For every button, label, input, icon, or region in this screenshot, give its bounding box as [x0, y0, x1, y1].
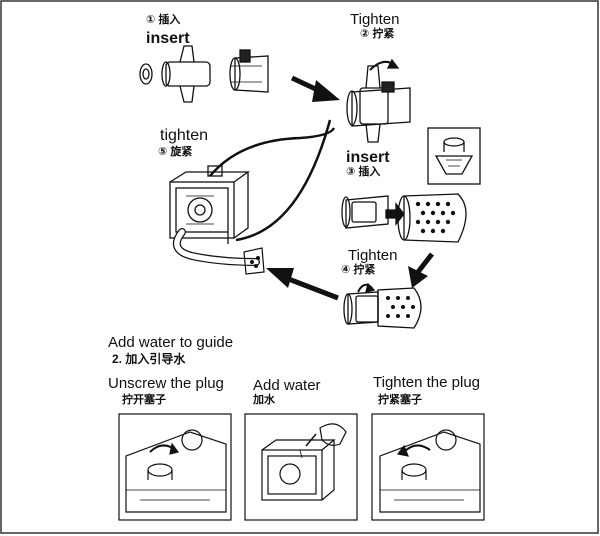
panel-add-water-label-en: Add water [253, 377, 321, 394]
panel-unscrew-label-en: Unscrew the plug [108, 375, 224, 392]
step3-strainer-illustration [341, 127, 481, 243]
arrow-step1-to-step2 [290, 75, 340, 102]
step1-label-en: insert [146, 30, 190, 47]
step5-text-zh: 旋紧 [170, 146, 193, 158]
step1-text-zh: 插入 [158, 14, 181, 26]
panel-unscrew-label-zh: 拧开塞子 [122, 394, 166, 406]
panel-add-water-illustration [261, 423, 347, 501]
step5-number-marker: ⑤ [158, 146, 168, 158]
panel-tighten-label-zh: 拧紧塞子 [378, 394, 422, 406]
step2-tighten-illustration [346, 58, 411, 143]
panel-unscrew-illustration [125, 429, 227, 513]
step5-label-en: tighten [160, 127, 209, 144]
step5-label-zh: ⑤ 旋紧 [158, 147, 192, 158]
panel-tighten-illustration [379, 429, 481, 513]
panel-add-water-label-zh: 加水 [253, 394, 275, 406]
step4-assembled-illustration [343, 282, 422, 329]
step4-number-marker: ④ [341, 264, 351, 276]
panel-frame-tighten [371, 413, 485, 521]
step1-coupling-illustration [139, 45, 269, 103]
arrow-step3-to-step4 [408, 252, 434, 288]
water-section-title-zh: 2. 加入引导水 [112, 352, 186, 366]
water-section-title-en: Add water to guide [108, 334, 234, 351]
step3-label-zh: ③ 插入 [346, 167, 380, 178]
step3-label-en: insert [346, 149, 390, 166]
step4-label-zh: ④ 拧紧 [341, 265, 375, 276]
step1-number-marker: ① [146, 14, 156, 26]
arrow-step4-to-step5 [266, 268, 339, 301]
step3-text-zh: 插入 [358, 166, 381, 178]
step1-label-zh: ① 插入 [146, 15, 180, 26]
panel-tighten-label-en: Tighten the plug [373, 374, 481, 391]
step4-label-en: Tighten [348, 247, 398, 264]
step2-label-zh: ② 拧紧 [360, 29, 394, 40]
panel-frame-unscrew [118, 413, 232, 521]
panel-frame-add-water [244, 413, 358, 521]
step4-text-zh: 拧紧 [353, 264, 376, 276]
pump-hoses [172, 119, 336, 275]
step2-text-zh: 拧紧 [372, 28, 395, 40]
step2-number-marker: ② [360, 28, 370, 40]
step3-number-marker: ③ [346, 166, 356, 178]
step2-label-en: Tighten [350, 11, 400, 28]
pump-illustration [169, 165, 251, 244]
